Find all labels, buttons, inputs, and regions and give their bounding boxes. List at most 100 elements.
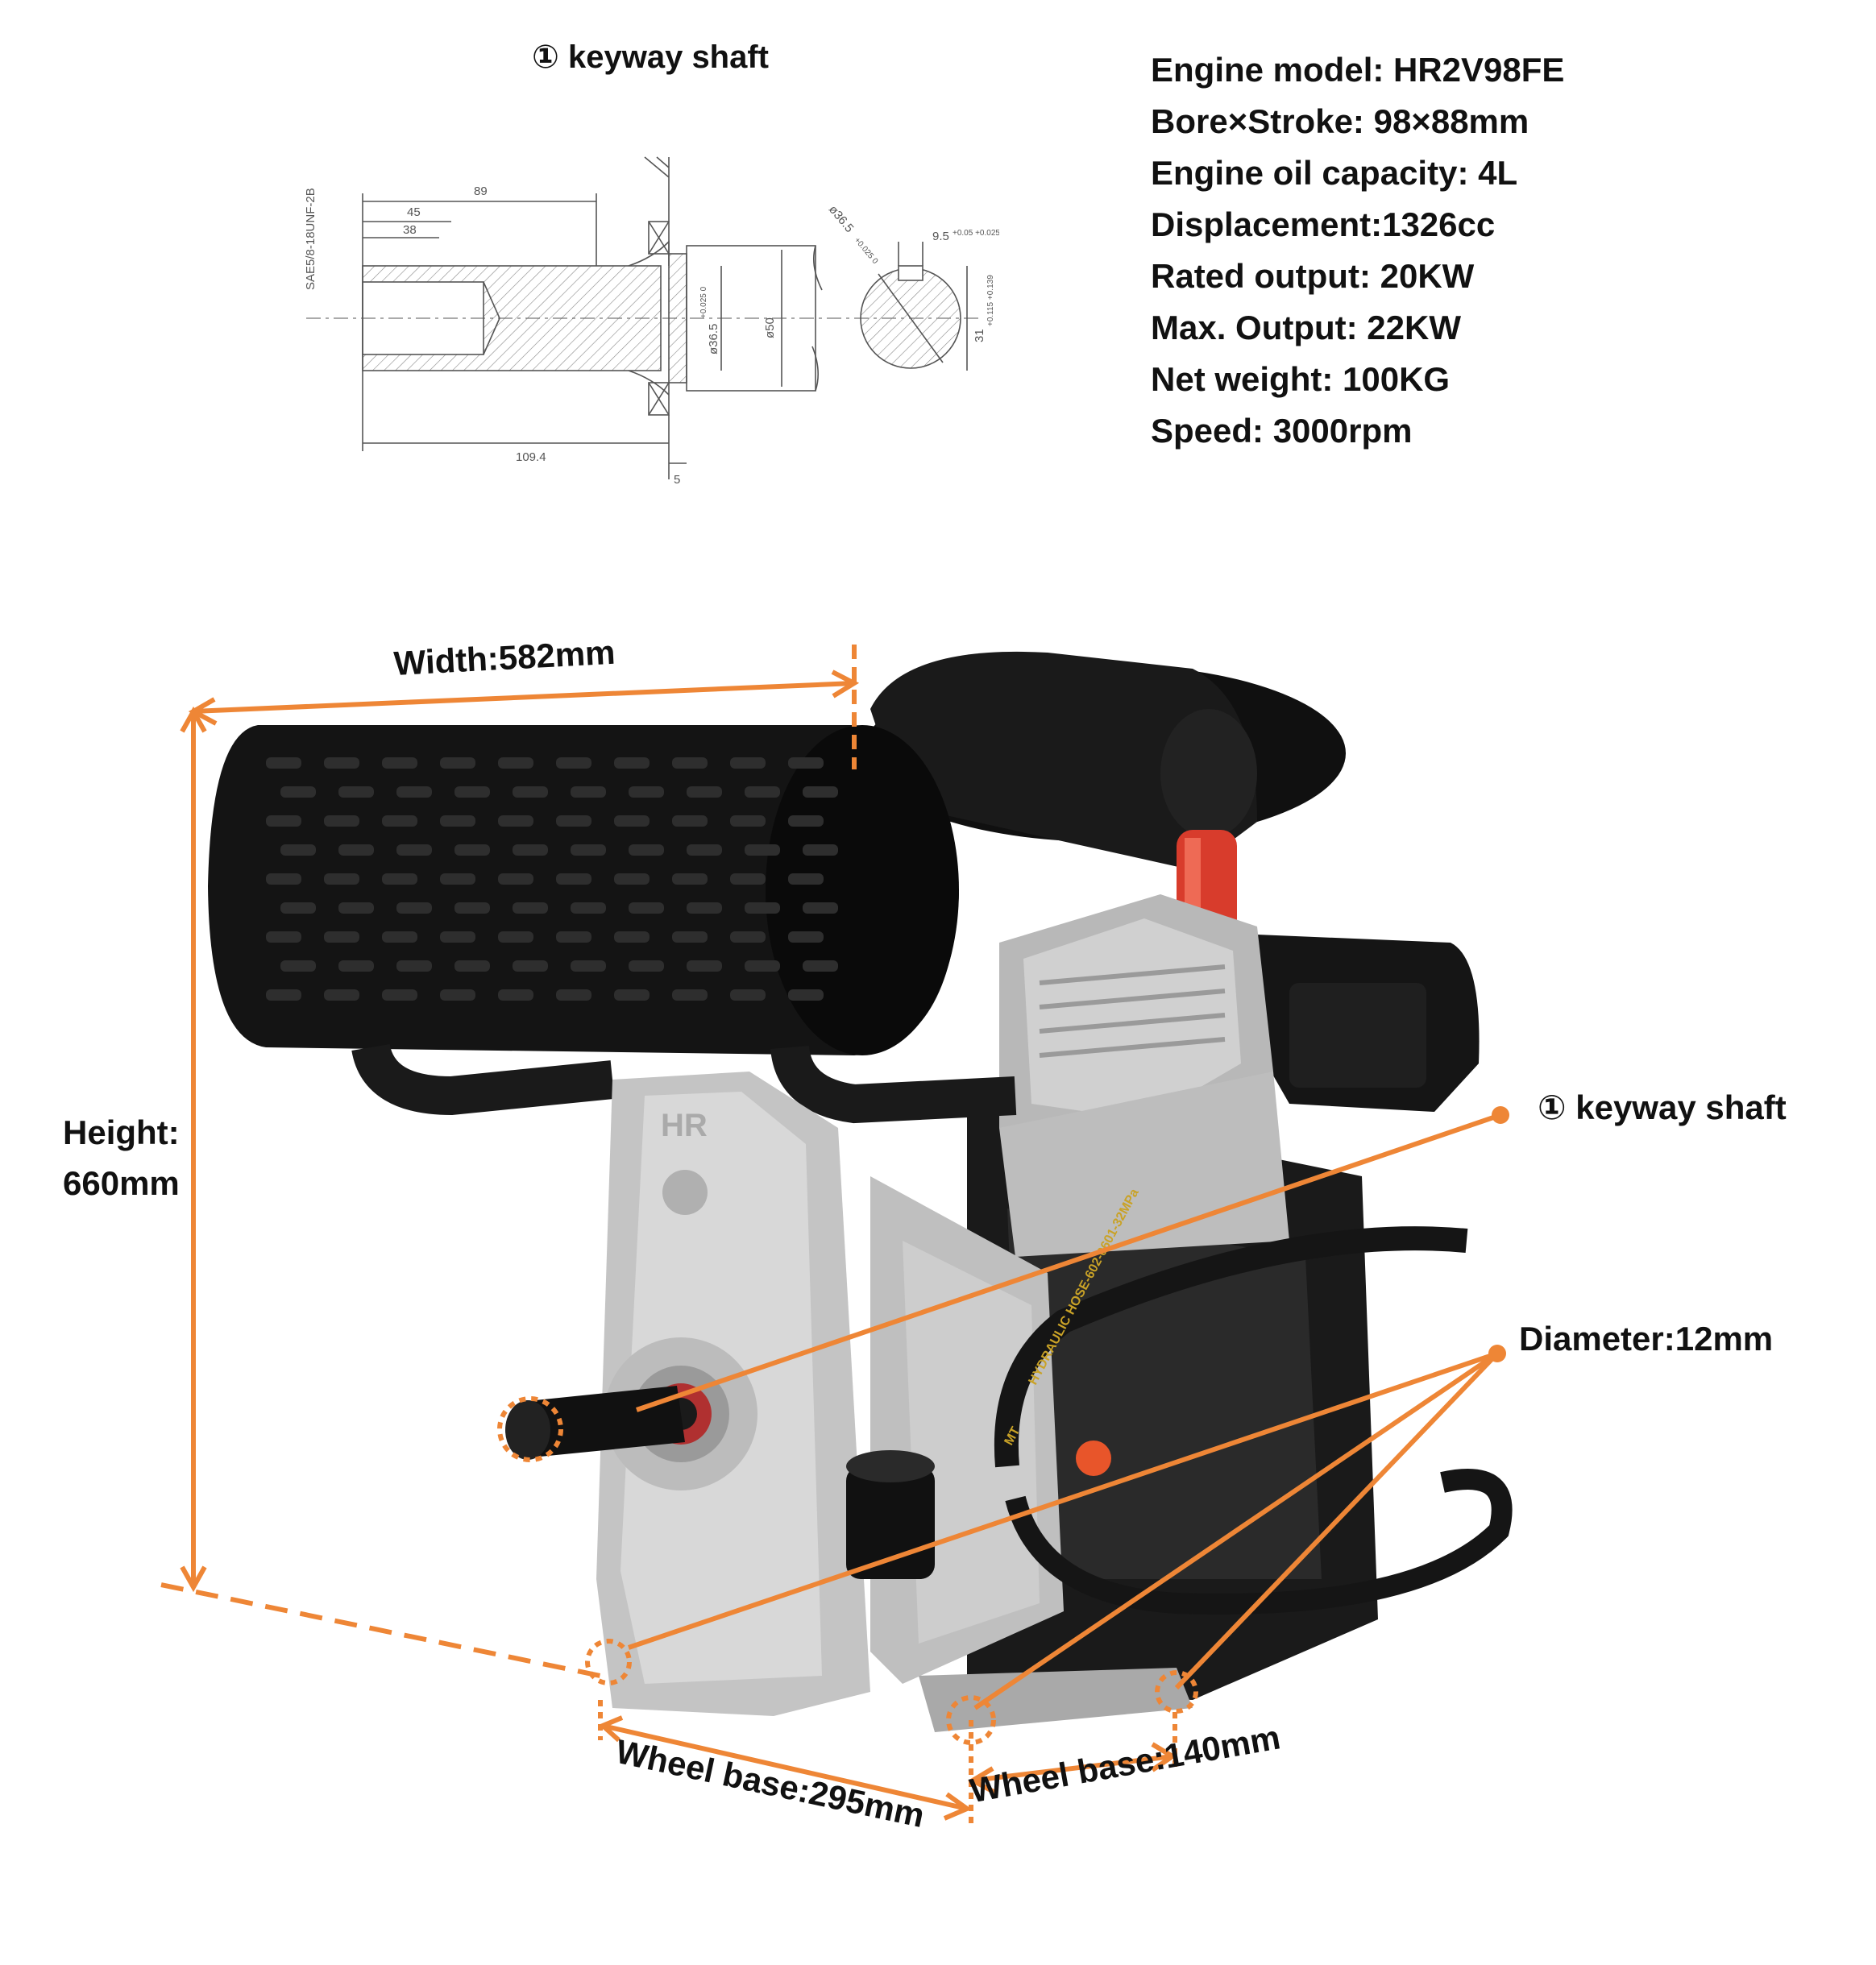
vent-slot	[266, 815, 301, 827]
vent-slot	[687, 902, 722, 914]
vent-slot	[614, 815, 650, 827]
dimension-annotations	[160, 645, 1509, 1829]
vent-slot	[614, 989, 650, 1001]
vent-slot	[672, 815, 708, 827]
vent-slot	[556, 757, 591, 769]
vent-slot	[803, 960, 838, 972]
vent-slot	[571, 844, 606, 856]
vent-slot	[324, 989, 359, 1001]
vent-slot	[396, 844, 432, 856]
dim-key: 9.5	[932, 230, 949, 243]
vent-slot	[614, 931, 650, 943]
vent-slot	[338, 844, 374, 856]
dim-dia36-tol: +0.025 0	[699, 286, 708, 318]
exhaust-pipes	[351, 1043, 1017, 1124]
vent-slot	[571, 960, 606, 972]
vent-slot	[672, 873, 708, 885]
diameter-pointer-1	[628, 1351, 1498, 1650]
vent-slot	[614, 873, 650, 885]
dim-dia50: ø50	[763, 317, 777, 338]
vent-slot	[672, 757, 708, 769]
shaft-drawing: SAE5/8-18UNF-2B 89 45 38 109.4 5 ø50 ø36…	[304, 156, 999, 487]
vent-slot	[614, 757, 650, 769]
vent-slot	[382, 931, 417, 943]
vent-slot	[324, 757, 359, 769]
vent-slot	[629, 960, 664, 972]
vent-slot	[440, 757, 475, 769]
vent-slot	[454, 960, 490, 972]
spec-max-output: Max. Output: 22KW	[1151, 309, 1461, 346]
vent-slot	[672, 989, 708, 1001]
vent-slot	[498, 873, 533, 885]
vent-slot	[324, 931, 359, 943]
keyway-label: ① keyway shaft	[1538, 1088, 1787, 1126]
vent-slot	[440, 815, 475, 827]
vent-slot	[629, 844, 664, 856]
vent-slot	[324, 873, 359, 885]
keyway-pointer	[636, 1113, 1501, 1412]
vent-slot	[454, 844, 490, 856]
vent-slot	[629, 902, 664, 914]
width-arrow	[193, 681, 855, 714]
diameter-pointer-2	[973, 1351, 1499, 1710]
muffler-shield	[208, 725, 959, 1055]
vent-slot	[803, 902, 838, 914]
diameter-label: Diameter:12mm	[1519, 1320, 1774, 1358]
vent-slot	[788, 931, 824, 943]
dim-depth: 31	[973, 329, 986, 342]
muffler-vents	[266, 757, 838, 1001]
vent-slot	[440, 989, 475, 1001]
spec-oil-capacity: Engine oil capacity: 4L	[1151, 154, 1518, 192]
vent-slot	[803, 844, 838, 856]
vent-slot	[571, 902, 606, 914]
vent-slot	[672, 931, 708, 943]
vent-slot	[745, 960, 780, 972]
vent-slot	[266, 757, 301, 769]
drawing-title: ① keyway shaft	[532, 39, 770, 75]
dim-89: 89	[474, 184, 488, 198]
dim-depth-tol: +0.115 +0.139	[986, 275, 995, 326]
vent-slot	[382, 989, 417, 1001]
vent-slot	[382, 815, 417, 827]
vent-slot	[396, 960, 432, 972]
dim-key-tol: +0.05 +0.025	[953, 229, 999, 238]
vent-slot	[513, 902, 548, 914]
vent-slot	[396, 786, 432, 798]
dim-45: 45	[407, 205, 421, 219]
vent-slot	[382, 873, 417, 885]
vent-slot	[338, 786, 374, 798]
vent-slot	[556, 873, 591, 885]
vent-slot	[454, 786, 490, 798]
dim-dia36: ø36.5	[707, 324, 720, 354]
vent-slot	[788, 873, 824, 885]
vent-slot	[730, 757, 766, 769]
vent-slot	[556, 989, 591, 1001]
height-label-line2: 660mm	[63, 1164, 180, 1202]
vent-slot	[440, 873, 475, 885]
housing-logo: HR	[661, 1108, 708, 1143]
dim-5: 5	[674, 473, 680, 487]
vent-slot	[324, 815, 359, 827]
vent-slot	[730, 873, 766, 885]
vent-slot	[745, 844, 780, 856]
vent-slot	[498, 757, 533, 769]
output-shaft	[505, 1386, 685, 1460]
vent-slot	[745, 902, 780, 914]
air-cleaner	[862, 651, 1346, 935]
vent-slot	[629, 786, 664, 798]
base-plate	[919, 1668, 1193, 1732]
vent-slot	[513, 960, 548, 972]
dim-109: 109.4	[516, 450, 546, 464]
vent-slot	[266, 873, 301, 885]
diameter-pointer-3	[1174, 1351, 1500, 1690]
vent-slot	[280, 844, 316, 856]
vent-slot	[687, 786, 722, 798]
dim-thread: SAE5/8-18UNF-2B	[304, 188, 318, 290]
wheelbase-short-arrow	[972, 1754, 1173, 1783]
vent-slot	[498, 989, 533, 1001]
vent-slot	[396, 902, 432, 914]
vent-slot	[788, 815, 824, 827]
dim-38: 38	[403, 223, 417, 237]
wheelbase-long-arrow	[602, 1723, 968, 1811]
vent-slot	[280, 960, 316, 972]
